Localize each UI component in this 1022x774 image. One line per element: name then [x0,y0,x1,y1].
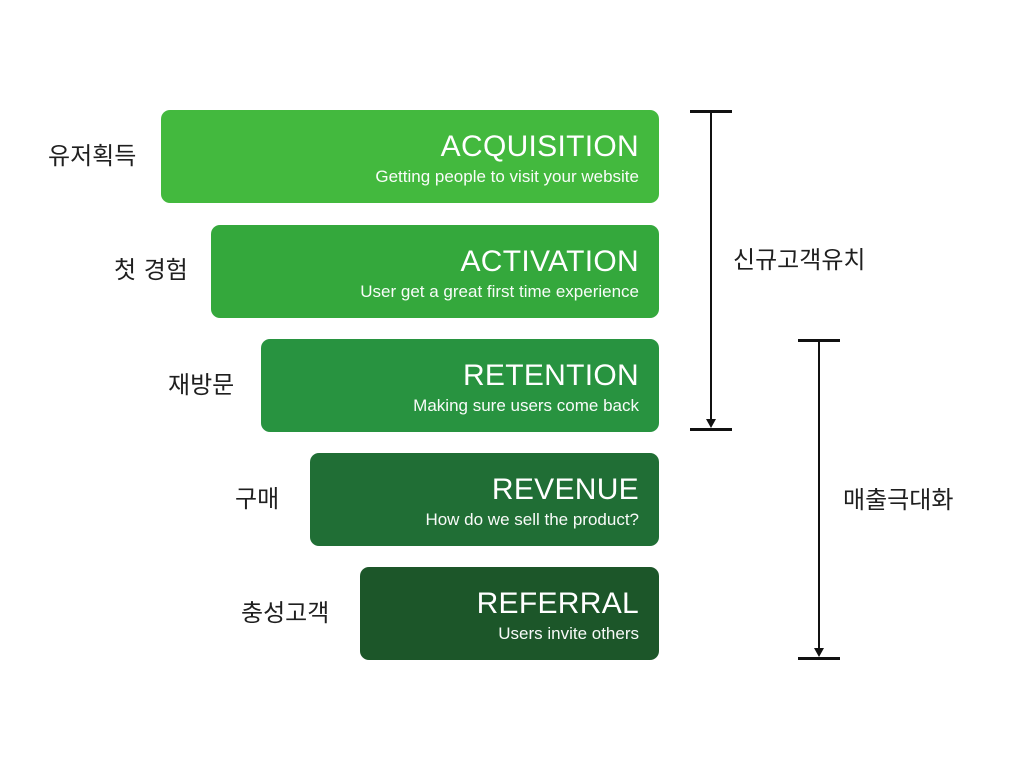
bracket-top-cap [798,339,840,342]
bracket-line [818,341,820,650]
stage-subtitle-revenue: How do we sell the product? [425,510,639,529]
stage-bar-activation: ACTIVATION User get a great first time e… [211,225,659,318]
bracket-bottom-cap [690,428,732,431]
stage-title-activation: ACTIVATION [460,245,639,278]
arrow-down-icon [706,419,716,428]
stage-bar-revenue: REVENUE How do we sell the product? [310,453,659,546]
stage-title-acquisition: ACQUISITION [440,130,639,163]
group-label-revenue-max: 매출극대화 [843,486,954,514]
stage-title-referral: REFERRAL [476,587,639,620]
bracket-new-customers [690,110,732,432]
stage-title-retention: RETENTION [462,359,639,392]
stage-label-acquisition: 유저획득 [48,142,137,170]
stage-subtitle-acquisition: Getting people to visit your website [375,167,639,186]
stage-label-activation: 첫 경험 [114,256,188,284]
bracket-top-cap [690,110,732,113]
bracket-bottom-cap [798,657,840,660]
stage-subtitle-referral: Users invite others [498,624,639,643]
stage-label-retention: 재방문 [168,371,235,399]
group-label-new-customers: 신규고객유치 [733,246,866,274]
stage-bar-acquisition: ACQUISITION Getting people to visit your… [161,110,659,203]
stage-subtitle-activation: User get a great first time experience [360,282,639,301]
stage-label-referral: 충성고객 [241,599,330,627]
stage-title-revenue: REVENUE [491,473,639,506]
stage-subtitle-retention: Making sure users come back [413,396,639,415]
stage-bar-referral: REFERRAL Users invite others [360,567,659,660]
stage-label-revenue: 구매 [235,485,280,513]
bracket-revenue-max [798,339,840,661]
stage-bar-retention: RETENTION Making sure users come back [261,339,659,432]
bracket-line [710,112,712,421]
arrow-down-icon [814,648,824,657]
